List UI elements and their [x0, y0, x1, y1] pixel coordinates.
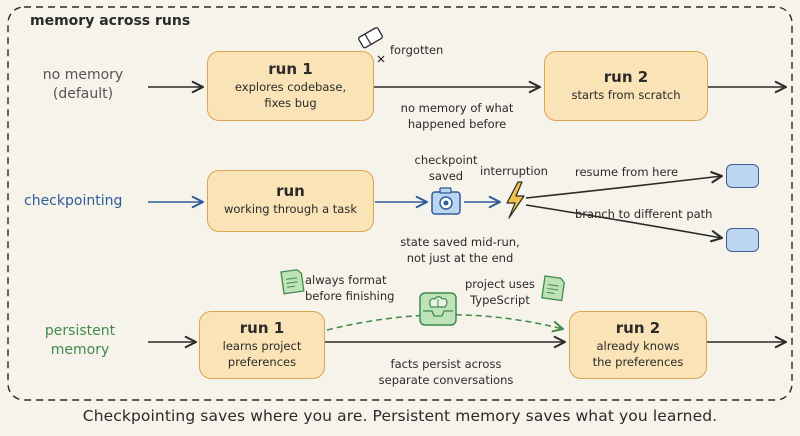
- checkpoint-note: state saved mid-run, not just at the end: [400, 234, 519, 266]
- lightning-icon: [506, 181, 525, 219]
- interruption-label: interruption: [480, 164, 548, 178]
- persistent-note: facts persist across separate conversati…: [379, 356, 514, 388]
- fact-typescript: project uses TypeScript: [465, 276, 535, 308]
- note-line: checkpoint: [414, 153, 478, 167]
- note-line: separate conversations: [378, 373, 514, 387]
- fact-always-format: always format before finishing: [305, 272, 394, 304]
- box-text: fixes bug: [264, 96, 317, 110]
- checkpoint-saved-label: checkpoint saved: [415, 152, 478, 184]
- forgotten-label: forgotten: [390, 43, 444, 57]
- row-label-line: (default): [52, 86, 114, 102]
- run1-box-persistent: run 1 learns project preferences: [199, 311, 325, 379]
- note-line: state saved mid-run,: [400, 235, 520, 249]
- arrow-resume: [525, 171, 724, 199]
- note-line: always format: [305, 273, 387, 287]
- row-label-persistent: persistent memory: [45, 322, 115, 360]
- box-title: run 1: [268, 60, 313, 78]
- run1-box-no-memory: run 1 explores codebase, fixes bug: [207, 51, 374, 121]
- branch-label: branch to different path: [575, 207, 713, 221]
- run-box-checkpointing: run working through a task: [207, 170, 374, 232]
- note-line: facts persist across: [390, 357, 502, 371]
- box-title: run 1: [239, 319, 285, 337]
- box-text: starts from scratch: [571, 88, 681, 102]
- frame: [7, 6, 793, 401]
- caption: Checkpointing saves where you are. Persi…: [82, 407, 718, 425]
- run2-box-persistent: run 2 already knows the preferences: [569, 311, 707, 379]
- box-text: learns project: [222, 339, 302, 353]
- row-label-checkpointing: checkpointing: [24, 193, 123, 209]
- row-label-line: persistent: [44, 323, 116, 339]
- camera-icon: [431, 187, 461, 215]
- row-label-no-memory: no memory (default): [43, 66, 123, 104]
- note-line: TypeScript: [470, 293, 530, 307]
- archive-brain-icon: [419, 292, 457, 326]
- eraser-icon: [358, 27, 383, 49]
- note-line: saved: [428, 169, 464, 183]
- box-title: run: [276, 182, 305, 200]
- note-icon: [280, 269, 305, 295]
- resume-label: resume from here: [575, 165, 679, 179]
- note-line: project uses: [465, 277, 535, 291]
- note-icon: [541, 275, 565, 302]
- box-title: run 2: [615, 319, 661, 337]
- note-line: happened before: [407, 117, 507, 131]
- box-text: already knows: [596, 339, 680, 353]
- note-line: no memory of what: [400, 101, 514, 115]
- row-label-line: no memory: [42, 67, 124, 83]
- branch-target: [726, 228, 759, 252]
- resume-target: [726, 164, 759, 188]
- box-text: the preferences: [592, 355, 684, 369]
- row-label-line: memory: [50, 342, 110, 358]
- note-line: not just at the end: [406, 251, 514, 265]
- no-memory-note: no memory of what happened before: [401, 100, 514, 132]
- arrow-branch: [525, 204, 724, 243]
- note-line: before finishing: [305, 289, 395, 303]
- box-text: preferences: [227, 355, 297, 369]
- run2-box-no-memory: run 2 starts from scratch: [544, 51, 708, 121]
- cross-mark-icon: [377, 55, 385, 63]
- box-text: working through a task: [223, 202, 358, 216]
- diagram-title: memory across runs: [30, 13, 191, 29]
- box-title: run 2: [603, 68, 649, 86]
- box-text: explores codebase,: [234, 80, 347, 94]
